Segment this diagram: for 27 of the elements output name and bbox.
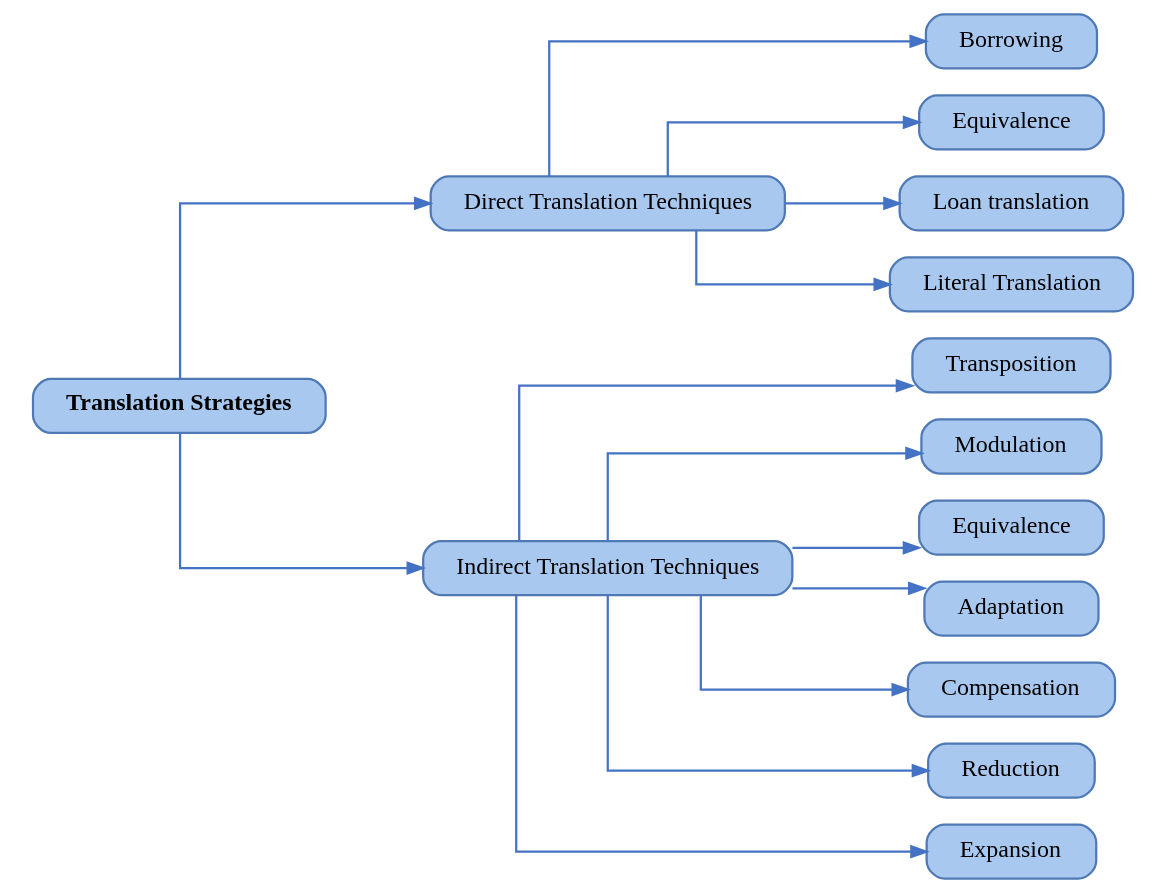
node-box: Loan translation: [898, 175, 1125, 232]
arrow: [695, 230, 893, 292]
node-box: Translation Strategies: [31, 377, 327, 435]
node-box: Transposition: [911, 337, 1112, 394]
arrow: [515, 595, 930, 859]
node-box: Indirect Translation Techniques: [422, 539, 794, 597]
arrow: [606, 595, 932, 778]
arrow: [178, 196, 434, 379]
arrow: [548, 34, 929, 176]
arrow: [792, 581, 928, 596]
arrow: [518, 378, 916, 541]
node-box: Direct Translation Techniques: [429, 175, 786, 232]
node-box: Equivalence: [918, 499, 1105, 556]
arrow: [785, 196, 903, 211]
arrow: [666, 115, 923, 176]
node-box: Literal Translation: [888, 256, 1135, 313]
node-box: Expansion: [925, 823, 1098, 880]
node-box: Borrowing: [924, 13, 1099, 70]
node-box: Modulation: [920, 418, 1103, 475]
node-box: Equivalence: [918, 94, 1105, 151]
node-box: Compensation: [906, 661, 1117, 718]
arrow: [792, 540, 923, 555]
arrow: [606, 446, 925, 541]
arrow: [699, 595, 911, 697]
arrow: [178, 433, 427, 575]
node-box: Reduction: [927, 742, 1096, 799]
node-box: Adaptation: [923, 580, 1100, 637]
